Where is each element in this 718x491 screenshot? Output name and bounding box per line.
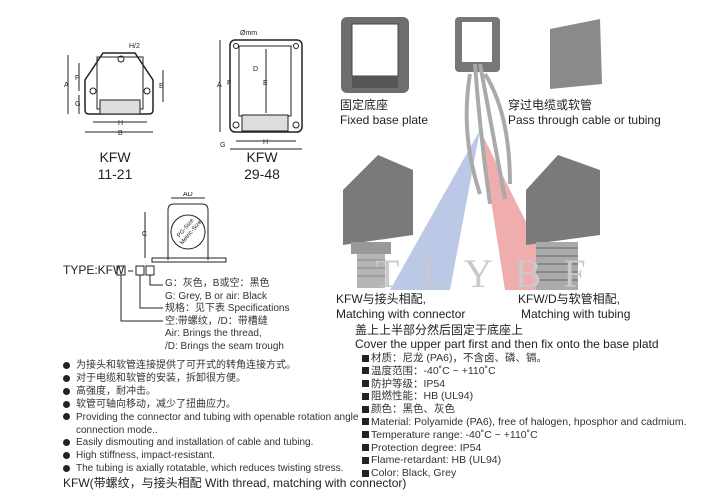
spec-item: Temperature range: -40˚C ~ +110˚C	[362, 429, 687, 442]
feature-item: Providing the connector and tubing with …	[63, 412, 358, 425]
spec-item: Flame-retardant: HB (UL94)	[362, 454, 687, 467]
type-code-legend: G：灰色，B或空：黑色 G: Grey, B or air: Black 规格：…	[165, 278, 289, 354]
kfw-11-21-range: 11-21	[97, 166, 133, 182]
kfw-11-21-drawing: AF G E HB H/2	[64, 43, 164, 137]
svg-text:C: C	[142, 231, 147, 238]
feature-item: 为接头和软管连接提供了可开式的转角连接方式。	[63, 360, 358, 373]
spec-item: 防护等级：IP54	[362, 378, 687, 391]
kfw-29-48-range: 29-48	[244, 166, 280, 182]
svg-text:A: A	[64, 82, 69, 89]
svg-text:E: E	[263, 80, 268, 87]
footer-caption: KFW(带螺纹，与接头相配 With thread, matching with…	[63, 476, 407, 490]
svg-text:B: B	[118, 130, 123, 137]
features-list: 为接头和软管连接提供了可开式的转角连接方式。 对于电缆和软管的安装，拆卸很方便。…	[63, 360, 358, 476]
feature-item-cont: connection mode..	[76, 424, 158, 436]
spec-code: 规格：见下表 Specifications	[165, 303, 290, 315]
feature-item: 软管可轴向移动，减少了扭曲应力。	[63, 399, 358, 412]
fixed-base-photo	[341, 17, 409, 93]
connector-en: Matching with connector	[336, 307, 466, 321]
tubing-photo	[526, 155, 600, 290]
svg-text:F: F	[227, 80, 231, 87]
svg-text:G: G	[220, 142, 225, 149]
svg-text:H: H	[118, 120, 123, 127]
feature-item: 对于电缆和软管的安装，拆卸很方便。	[63, 373, 358, 386]
spec-item: Material: Polyamide (PA6), free of halog…	[362, 416, 687, 429]
spec-item: Color: Black, Grey	[362, 467, 687, 480]
cover-cn: 盖上上半部分然后固定于底座上	[355, 323, 524, 337]
feature-item: The tubing is axially rotatable, which r…	[63, 463, 358, 476]
svg-text:G: G	[75, 101, 80, 108]
cover-en: Cover the upper part first and then fix …	[355, 337, 659, 351]
feature-item: Easily dismouting and installation of ca…	[63, 437, 358, 450]
svg-text:H: H	[263, 139, 268, 146]
spec-item: 阻燃性能：HB (UL94)	[362, 390, 687, 403]
tubing-en: Matching with tubing	[521, 307, 631, 321]
spec-item: 材质：尼龙 (PA6)，不含卤、磷、镉。	[362, 352, 687, 365]
specs-list: 材质：尼龙 (PA6)，不含卤、磷、镉。 温度范围：-40˚C ~ +110˚C…	[362, 352, 687, 480]
svg-text:Ømm: Ømm	[240, 30, 257, 37]
svg-text:F: F	[75, 75, 79, 82]
color-code-en: G: Grey, B or air: Black	[165, 290, 268, 302]
connector-photo	[343, 155, 413, 288]
feature-item: High stiffness, impact-resistant.	[63, 450, 358, 463]
pass-through-cn: 穿过电缆或软管	[508, 98, 593, 113]
fixed-base-cn: 固定底座	[340, 98, 389, 112]
pass-through-photo	[455, 17, 602, 204]
type-code-prefix: TYPE:KFW	[63, 263, 125, 277]
tubing-cn: KFW/D与软管相配,	[518, 292, 620, 306]
svg-text:D: D	[253, 66, 258, 73]
thread-code-en: Air: Brings the thread,	[165, 328, 262, 340]
kfw-29-48-name: KFW	[246, 149, 278, 165]
svg-text:E: E	[159, 83, 164, 90]
seam-code-en: /D: Brings the seam trough	[165, 340, 284, 352]
spec-item: 颜色：黑色、灰色	[362, 403, 687, 416]
kfw-11-21-name: KFW	[99, 149, 131, 165]
fixed-base-en: Fixed base plate	[340, 113, 429, 127]
svg-text:AD: AD	[183, 192, 193, 198]
feature-item: 高强度，耐冲击。	[63, 386, 358, 399]
type-code-connectors	[116, 265, 163, 322]
thread-code-cn: 空:带螺纹，/D：带槽缝	[165, 315, 268, 327]
watermark-text: TLYBF	[375, 251, 608, 296]
connector-cn: KFW与接头相配,	[336, 292, 426, 306]
spec-item: 温度范围：-40˚C ~ +110˚C	[362, 365, 687, 378]
svg-text:H/2: H/2	[129, 43, 140, 50]
side-view-drawing: AD C	[142, 192, 227, 263]
svg-text:A: A	[217, 82, 222, 89]
spec-item: Protection degree: IP54	[362, 442, 687, 455]
pass-through-en: Pass through cable or tubing	[508, 113, 661, 127]
color-code-cn: G：灰色，B或空：黑色	[165, 278, 270, 289]
